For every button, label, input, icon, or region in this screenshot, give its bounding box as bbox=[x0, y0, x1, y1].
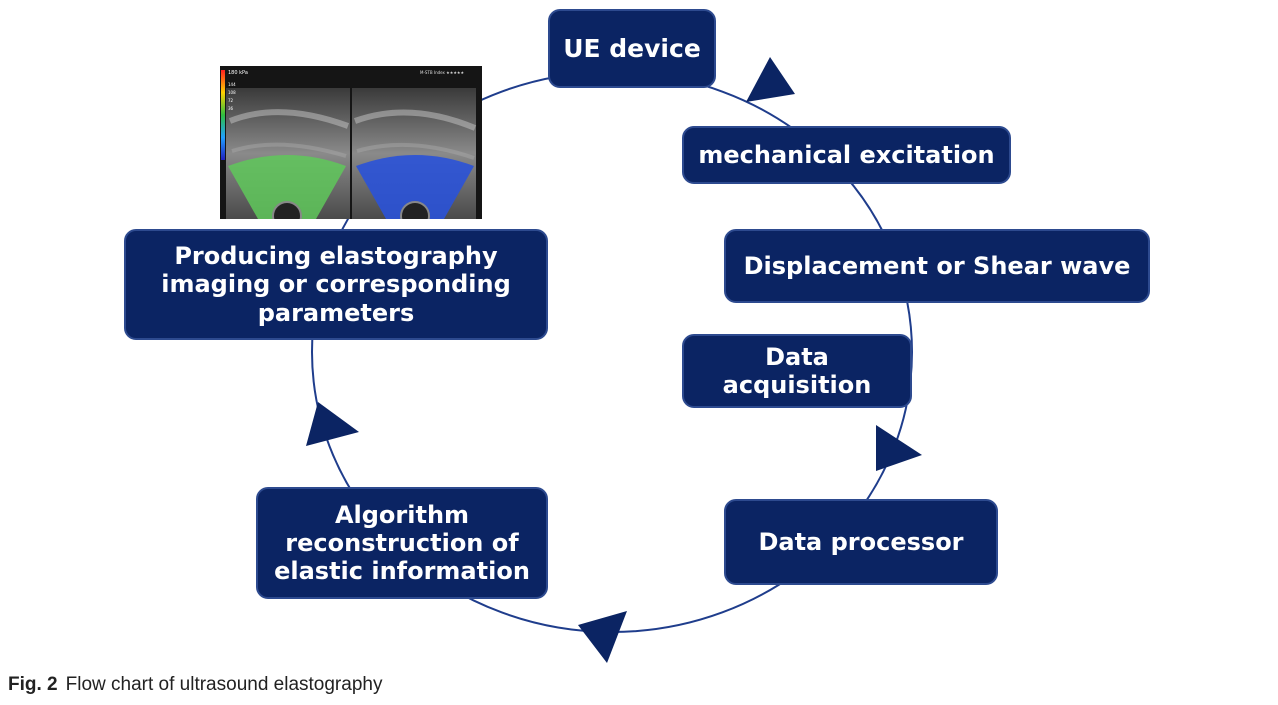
figure-label: Fig. 2 bbox=[8, 674, 58, 695]
mechanical-excitation-label: mechanical excitation bbox=[698, 140, 995, 169]
ultrasound-elastography-image: 180 kPa 144 108 72 36 M-STB Index ★★★★★ bbox=[220, 66, 482, 219]
svg-text:72: 72 bbox=[228, 98, 234, 103]
data-processor-label: Data processor bbox=[758, 527, 964, 556]
figure-caption: Fig. 2 Flow chart of ultrasound elastogra… bbox=[8, 674, 382, 696]
svg-text:36: 36 bbox=[228, 106, 234, 111]
data-processor-node: Data processor bbox=[724, 499, 998, 585]
mechanical-excitation-node: mechanical excitation bbox=[682, 126, 1011, 184]
algorithm-reconstruction-node: Algorithm reconstruction of elastic info… bbox=[256, 487, 548, 599]
arrow-head-bottom bbox=[578, 611, 627, 663]
data-acquisition-node: Data acquisition bbox=[682, 334, 912, 408]
svg-text:M-STB Index ★★★★★: M-STB Index ★★★★★ bbox=[420, 70, 465, 75]
algorithm-reconstruction-label: Algorithm reconstruction of elastic info… bbox=[274, 500, 530, 586]
svg-text:144: 144 bbox=[228, 82, 236, 87]
displacement-label: Displacement or Shear wave bbox=[743, 251, 1131, 280]
figure-caption-text: Flow chart of ultrasound elastography bbox=[65, 674, 383, 695]
svg-text:180 kPa: 180 kPa bbox=[228, 70, 248, 76]
data-acquisition-label: Data acquisition bbox=[722, 342, 872, 399]
producing-elastography-label: Producing elastography imaging or corres… bbox=[161, 242, 511, 327]
displacement-node: Displacement or Shear wave bbox=[724, 229, 1150, 303]
arrow-head-right bbox=[876, 425, 922, 471]
arrow-head-left bbox=[306, 402, 359, 446]
producing-elastography-node: Producing elastography imaging or corres… bbox=[124, 229, 548, 340]
ue-device-node: UE device bbox=[548, 9, 716, 88]
svg-text:108: 108 bbox=[228, 90, 236, 95]
arrow-head-upper-right bbox=[746, 57, 795, 102]
ue-device-label: UE device bbox=[563, 33, 701, 63]
